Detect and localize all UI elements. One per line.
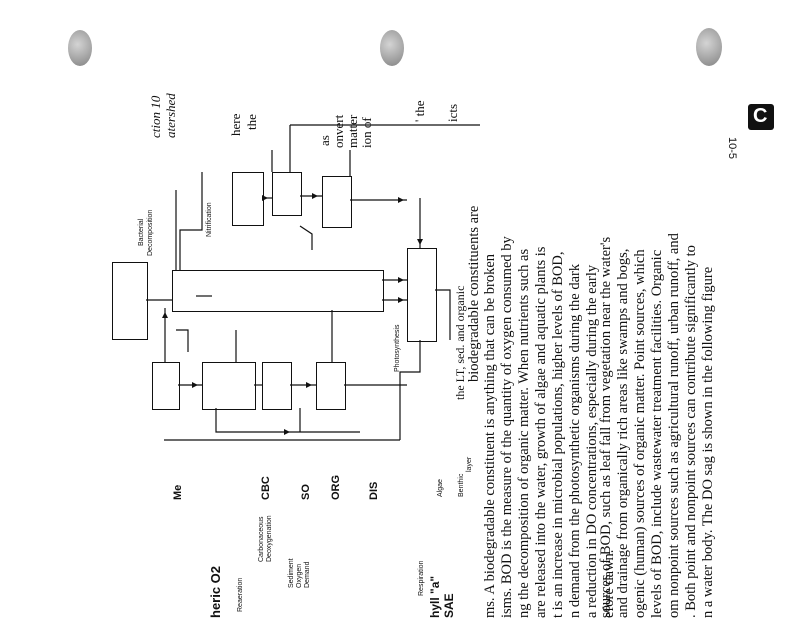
label-carbonaceous: Carbonaceous — [258, 516, 265, 562]
label-benthic: Benthic — [458, 473, 465, 497]
diagram-box-main-channel — [172, 270, 384, 312]
punch-hole-middle — [380, 30, 404, 66]
paragraph-1-line: n demand from the photosynthetic organis… — [567, 263, 583, 618]
diagram-box-nitrogen-1 — [272, 172, 302, 216]
paragraph-1-line: ms. A biodegradable constituent is anyth… — [482, 253, 498, 618]
label-decomposition: Decomposition — [147, 209, 154, 256]
diagram-box-cbod — [152, 362, 180, 410]
diagram-box-nitrification — [232, 172, 264, 226]
paragraph-2-line: n a water body. The DO sag is shown in t… — [700, 266, 716, 618]
section-tab: C — [748, 104, 774, 130]
paragraph-2-line: . Both point and nonpoint sources can co… — [683, 245, 699, 618]
paragraph-1-line: t is an increase in microbial population… — [550, 251, 566, 618]
diagram-box-reaeration — [112, 262, 148, 340]
paragraph-1-line: are released into the water, growth of a… — [533, 246, 549, 618]
paragraph-1-line: isms. BOD is the measure of the quantity… — [499, 236, 515, 618]
paragraph-2-line: ogenic (human) sources of organic matter… — [632, 249, 648, 618]
diagram-box-org — [262, 362, 292, 410]
diagram-box-dis — [316, 362, 346, 410]
paragraph-2-line: levels of BOD, include wastewater treatm… — [649, 249, 665, 618]
diagram-box-sod — [202, 362, 256, 410]
label-nitrification: Nitrification — [206, 202, 213, 237]
left-label-cbc: CBC — [260, 476, 272, 500]
paragraph-2-line: and drainage from organically rich areas… — [615, 248, 631, 618]
label-reaeration: Reaeration — [237, 577, 244, 612]
label-algae: Algae — [437, 479, 444, 497]
label-photosynthesis: Photosynthesis — [394, 324, 401, 372]
label-respiration: Respiration — [418, 560, 425, 596]
label-oxygen: Oxygen — [296, 563, 303, 588]
section-tab-glyph: C — [753, 105, 768, 127]
left-label-me: Me — [172, 484, 184, 500]
diagram-box-nitrogen-2 — [322, 176, 352, 228]
label-demand: Demand — [304, 561, 311, 588]
punch-hole-left — [68, 30, 92, 66]
left-label-dis: DIS — [368, 481, 380, 500]
label-deoxygenation: Deoxygenation — [266, 515, 273, 562]
paragraph-2-line: sources of BOD, such as leaf fall from v… — [598, 236, 614, 618]
label-sediment: Sediment — [288, 558, 295, 588]
diagram-box-do — [407, 248, 437, 342]
fragment-chlorophyll: hyll "a" — [428, 575, 442, 618]
left-label-org: ORG — [330, 474, 342, 500]
fragment-sae: SAE — [442, 593, 456, 618]
left-label-so: SO — [300, 484, 312, 500]
fragment-o2: heric O2 — [208, 565, 223, 618]
punch-hole-right — [696, 28, 722, 66]
label-layer: layer — [466, 456, 473, 472]
paragraph-2-line: om nonpoint sources such as agricultural… — [666, 233, 682, 618]
body-line: biodegradable constituents are — [466, 205, 482, 382]
paragraph-1-line: ng the decomposition of organic matter. … — [516, 248, 532, 618]
label-bacterial: Bacterial — [138, 218, 145, 246]
